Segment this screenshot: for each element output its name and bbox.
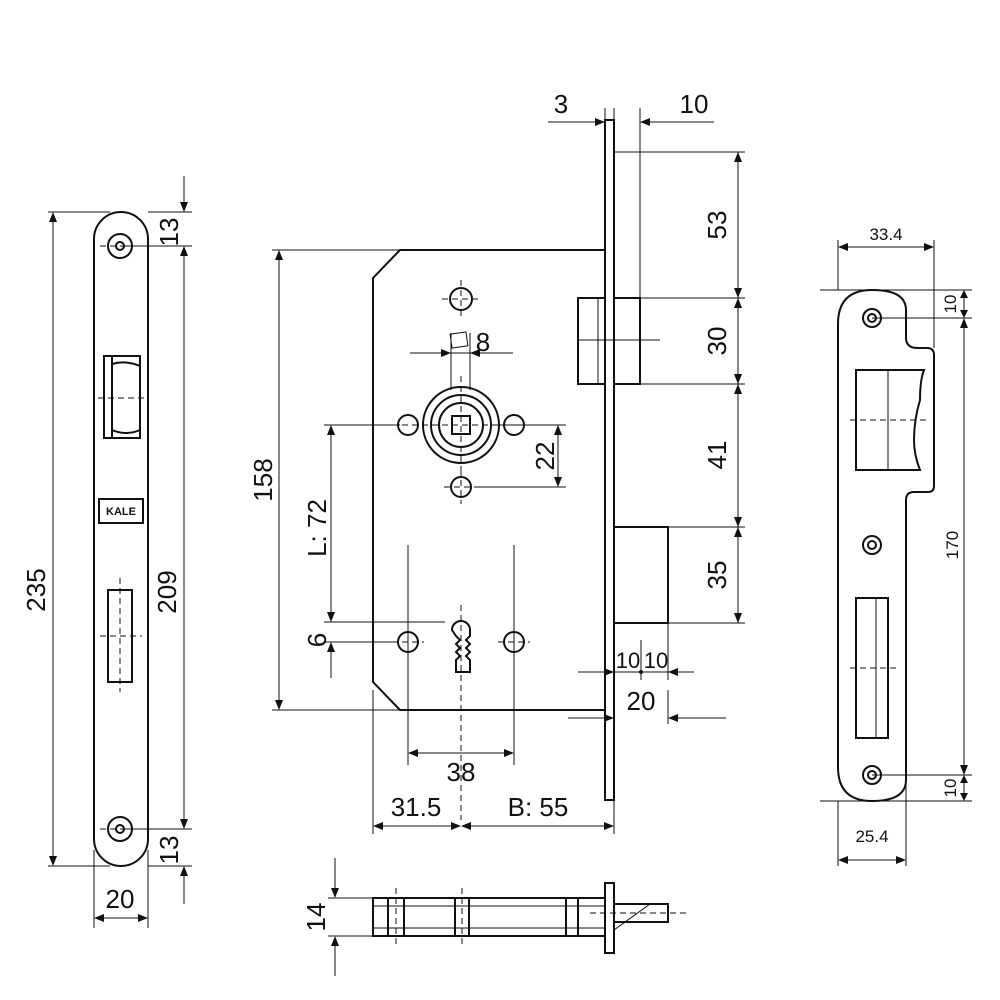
lock-body-height-label: 158: [248, 458, 278, 501]
bolt-half-right-label: 10: [644, 648, 668, 673]
lock-lower-hole-icon: [444, 470, 478, 504]
faceplate-view: KALE 235 209 13 13: [21, 176, 192, 928]
lock-forend-plate: [604, 119, 615, 801]
faceplate-latch-opening: [98, 355, 144, 439]
strike-bottom-width-label: 25.4: [855, 827, 888, 846]
latch-offset-label: 53: [702, 211, 732, 240]
faceplate-brand-logo: KALE: [98, 498, 144, 524]
faceplate-screw-spacing-label: 209: [152, 570, 182, 613]
lock-top-hole-icon: [442, 280, 480, 318]
bolt-half-left-label: 10: [616, 648, 640, 673]
bottom-thickness-label: 14: [301, 903, 331, 932]
keyhole-offset-label: 6: [302, 633, 332, 647]
backset-label: B: 55: [508, 792, 569, 822]
keyhole-icon: [450, 605, 472, 820]
dead-bolt: [613, 526, 669, 624]
faceplate-top-offset-label: 13: [154, 218, 184, 247]
strike-top-width-label: 33.4: [869, 225, 902, 244]
faceplate-total-height-label: 235: [21, 568, 51, 611]
spindle-size-label: 8: [476, 327, 490, 357]
lock-body-view: 8 22 L: 72 6: [248, 89, 745, 834]
spindle-follower: [412, 376, 510, 474]
strike-latch-opening: [850, 369, 928, 471]
faceplate-outline: [93, 211, 149, 867]
faceplate-brand-text: KALE: [106, 506, 136, 518]
bolt-throw-label: 20: [627, 686, 656, 716]
forend-gap-label: 10: [680, 89, 709, 119]
strike-plate-view: 33.4 25.4 10 170 10: [820, 225, 972, 866]
strike-bolt-opening: [850, 597, 896, 739]
lever-distance-label: L: 72: [302, 499, 332, 557]
strike-top-offset-label: 10: [941, 295, 960, 314]
strike-plate-outline: [837, 288, 935, 803]
faceplate-bottom-offset-label: 13: [154, 836, 184, 865]
latch-height-label: 30: [702, 327, 732, 356]
faceplate-bolt-opening: [100, 578, 142, 692]
backset-edge-label: 31.5: [391, 792, 442, 822]
strike-bottom-offset-label: 10: [941, 779, 960, 798]
plate-thickness-label: 3: [554, 89, 568, 119]
cylinder-offset-label: 22: [530, 442, 560, 471]
latch-bolt: [577, 297, 660, 385]
lock-body-outline: [372, 249, 605, 711]
bolt-height-label: 35: [702, 561, 732, 590]
strike-height-label: 170: [943, 531, 962, 559]
lock-bottom-view: 14: [301, 858, 690, 976]
keyhole-spacing-label: 38: [447, 757, 476, 787]
faceplate-width-label: 20: [106, 884, 135, 914]
latch-to-bolt-label: 41: [702, 441, 732, 470]
strike-middle-screw-icon: [862, 535, 882, 555]
